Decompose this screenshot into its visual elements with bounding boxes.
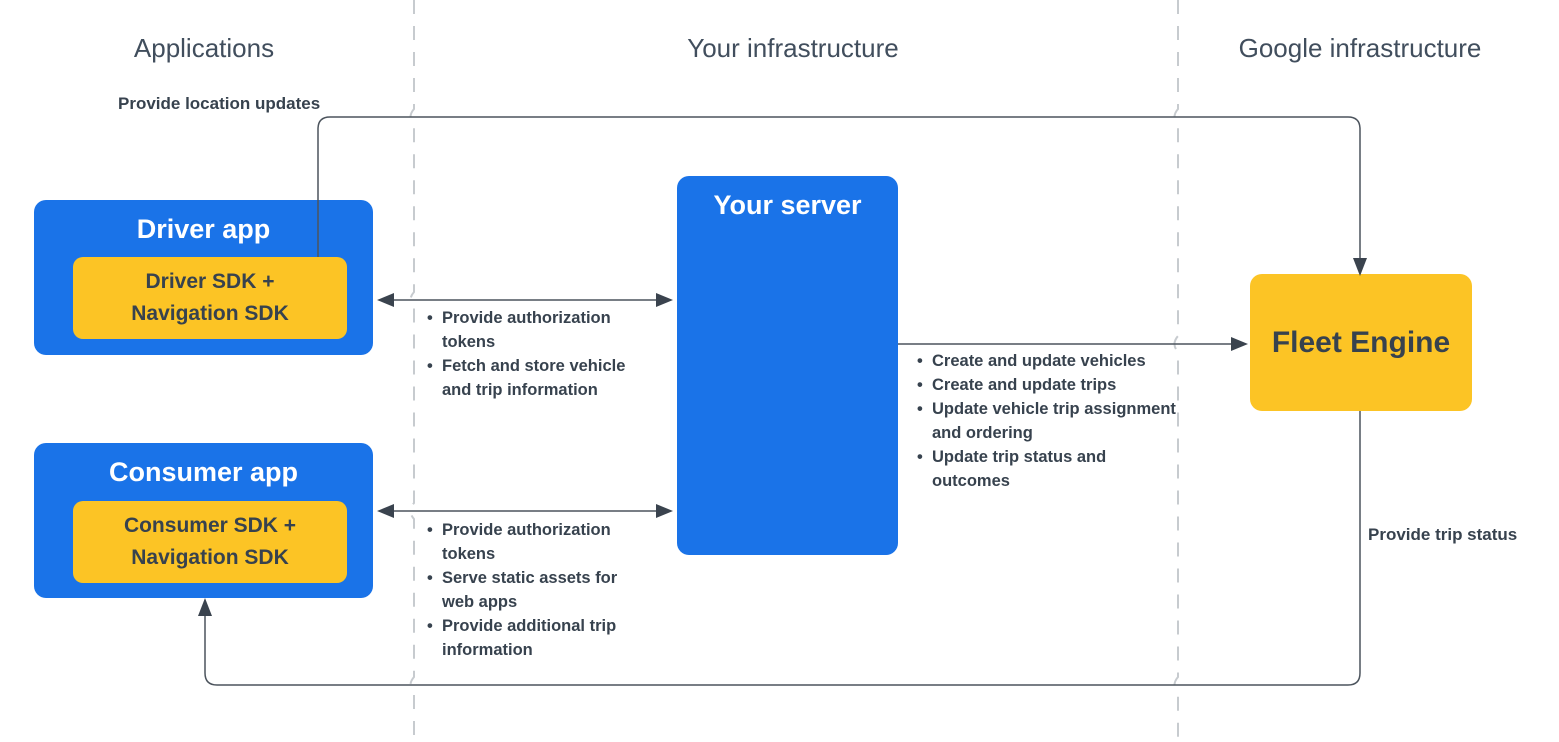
arrowhead-up-consumer [198,598,212,616]
driver-sdk-line2: Navigation SDK [131,302,289,325]
bullet-item: Serve static assets for web apps [425,566,639,614]
bullet-item: Fetch and store vehicle and trip informa… [425,354,653,402]
bullet-item: Create and update trips [915,373,1181,397]
label-provide-location-updates: Provide location updates [118,94,321,113]
bullet-item: Create and update vehicles [915,349,1181,373]
fleet-engine-box: Fleet Engine [1250,274,1472,411]
label-provide-trip-status: Provide trip status [1368,525,1518,544]
bullet-item: Update vehicle trip assignment and order… [915,397,1181,445]
arrowhead-right-fleet [1231,337,1248,351]
server-fleet-bullet-list: Create and update vehicles Create and up… [915,349,1181,493]
bullet-item: Provide authorization tokens [425,306,653,354]
column-header-your-infrastructure: Your infrastructure [687,33,899,63]
arrowhead-left-driver [377,293,394,307]
driver-sdk-line1: Driver SDK + [145,270,275,293]
column-header-applications: Applications [133,33,275,63]
driver-app-box: Driver app Driver SDK + Navigation SDK [34,200,373,355]
consumer-sdk-box: Consumer SDK + Navigation SDK [73,501,347,583]
consumer-app-box: Consumer app Consumer SDK + Navigation S… [34,443,373,598]
driver-sdk-box: Driver SDK + Navigation SDK [73,257,347,339]
fleet-engine-title: Fleet Engine [1271,325,1451,359]
consumer-sdk-line2: Navigation SDK [131,546,289,569]
arrowhead-right-server-bottom [656,504,673,518]
bullet-item: Update trip status and outcomes [915,445,1181,493]
your-server-box: Your server [677,176,898,555]
consumer-app-title: Consumer app [108,457,299,487]
your-server-title: Your server [713,190,862,220]
bullet-item: Provide authorization tokens [425,518,639,566]
column-header-google-infrastructure: Google infrastructure [1238,33,1482,63]
arrowhead-left-consumer [377,504,394,518]
driver-server-bullet-list: Provide authorization tokens Fetch and s… [425,306,653,402]
arrowhead-right-server-top [656,293,673,307]
consumer-server-bullet-list: Provide authorization tokens Serve stati… [425,518,639,662]
bullet-item: Provide additional trip information [425,614,639,662]
consumer-sdk-line1: Consumer SDK + [123,514,297,537]
column-divider-left [409,0,415,742]
driver-app-title: Driver app [136,214,271,244]
